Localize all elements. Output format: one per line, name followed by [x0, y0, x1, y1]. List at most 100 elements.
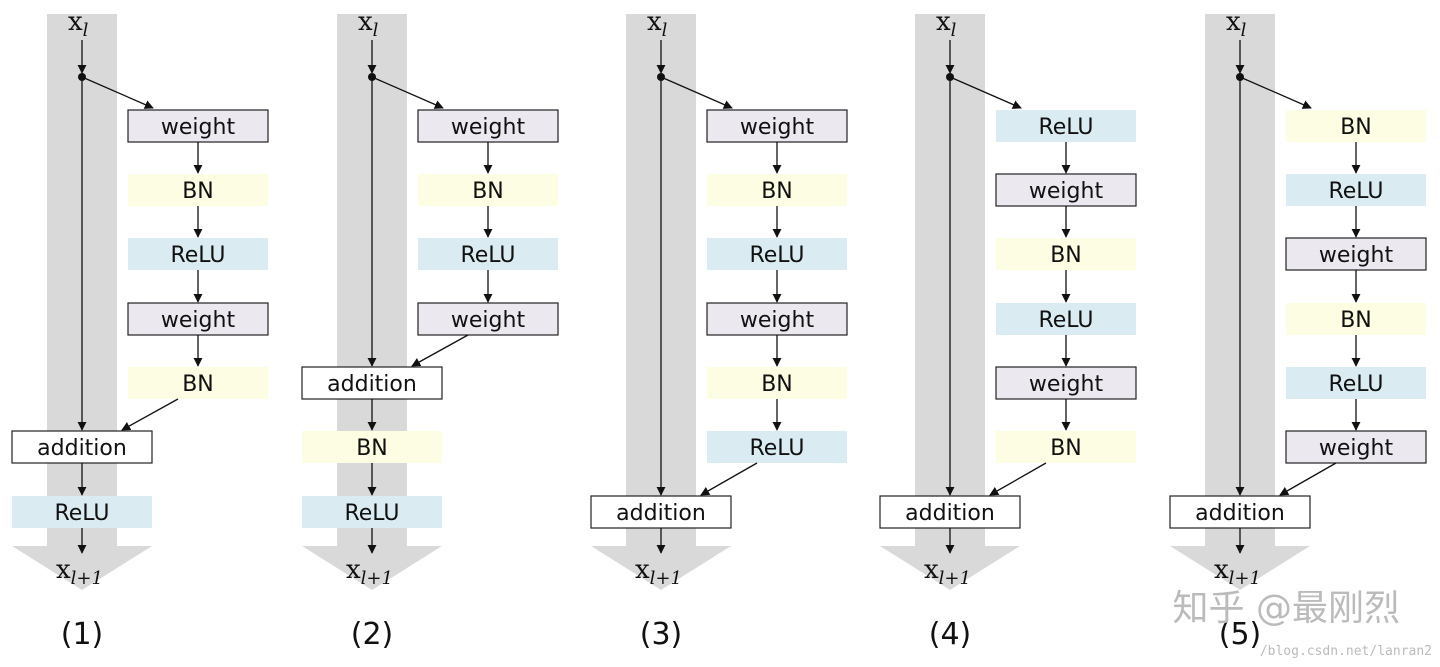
watermark-main: 知乎 @最刚烈: [1173, 588, 1400, 629]
block-box: [996, 303, 1136, 335]
branch-block-bn: BN: [128, 367, 268, 399]
identity-shaft-arrowhead: [1170, 546, 1310, 590]
branch-block-weight: weight: [1285, 430, 1427, 464]
identity-shaft-arrowhead: [880, 546, 1020, 590]
block-label: BN: [472, 179, 504, 204]
block-label: weight: [740, 115, 815, 140]
block-box: [707, 367, 847, 399]
branch-block-weight: weight: [127, 302, 269, 336]
input-label: xl: [68, 7, 89, 41]
block-label: weight: [161, 115, 236, 140]
branch-block-weight: weight: [417, 302, 559, 336]
addition-block: addition: [1169, 495, 1311, 529]
block-label: weight: [1319, 243, 1394, 268]
block-box: [127, 302, 269, 336]
diagram-1: xlweightBNReLUweightBNadditionReLUxl+1(1…: [11, 7, 269, 652]
branch-block-bn: BN: [128, 174, 268, 206]
block-label: ReLU: [344, 501, 399, 526]
branch-exit-arrow: [121, 398, 179, 431]
branch-entry-arrow: [1239, 76, 1312, 109]
block-label: BN: [356, 436, 388, 461]
branch-block-bn: BN: [996, 238, 1136, 270]
branch-entry-arrow: [81, 76, 154, 109]
block-label: ReLU: [749, 436, 804, 461]
post-block-bn: BN: [302, 431, 442, 463]
block-label: weight: [1319, 436, 1394, 461]
input-label: xl: [936, 7, 957, 41]
diagram-4: xlReLUweightBNReLUweightBNadditionxl+1(4…: [879, 7, 1137, 652]
branch-block-relu: ReLU: [996, 110, 1136, 142]
branch-exit-arrow: [989, 462, 1047, 496]
output-label: xl+1: [635, 555, 682, 589]
block-box: [1286, 367, 1426, 399]
post-block-relu: ReLU: [302, 496, 442, 528]
block-box: [417, 109, 559, 143]
block-label: ReLU: [1038, 115, 1093, 140]
branch-block-weight: weight: [127, 109, 269, 143]
block-label: weight: [740, 308, 815, 333]
addition-box: [590, 495, 732, 529]
branch-block-bn: BN: [707, 367, 847, 399]
branch-exit-arrow: [1279, 462, 1337, 496]
addition-label: addition: [616, 501, 706, 526]
block-label: BN: [1340, 308, 1372, 333]
block-label: BN: [182, 179, 214, 204]
branch-exit-arrow: [700, 462, 758, 496]
branch-block-relu: ReLU: [128, 238, 268, 270]
addition-label: addition: [37, 436, 127, 461]
post-block-relu: ReLU: [12, 496, 152, 528]
branch-block-weight: weight: [706, 109, 848, 143]
block-box: [1286, 110, 1426, 142]
block-box: [707, 174, 847, 206]
diagram-caption: (4): [929, 617, 972, 652]
block-label: BN: [182, 372, 214, 397]
block-box: [1285, 237, 1427, 271]
branch-block-weight: weight: [706, 302, 848, 336]
addition-box: [1169, 495, 1311, 529]
diagrams-layer: xlweightBNReLUweightBNadditionReLUxl+1(1…: [11, 7, 1427, 652]
branch-block-weight: weight: [417, 109, 559, 143]
branch-block-weight: weight: [995, 366, 1137, 400]
addition-box: [301, 366, 443, 400]
block-label: weight: [451, 308, 526, 333]
block-label: weight: [451, 115, 526, 140]
block-box: [707, 431, 847, 463]
branch-block-relu: ReLU: [996, 303, 1136, 335]
branch-block-bn: BN: [707, 174, 847, 206]
block-label: ReLU: [170, 243, 225, 268]
input-label: xl: [647, 7, 668, 41]
identity-shaft-arrowhead: [302, 546, 442, 590]
branch-entry-arrow: [949, 76, 1022, 109]
block-label: BN: [1050, 436, 1082, 461]
block-box: [417, 302, 559, 336]
identity-shaft-arrowhead: [12, 546, 152, 590]
diagram-caption: (1): [61, 617, 104, 652]
branch-block-bn: BN: [418, 174, 558, 206]
watermark-url: /blog.csdn.net/lanran2: [1260, 644, 1432, 659]
block-label: ReLU: [54, 501, 109, 526]
block-box: [707, 238, 847, 270]
output-label: xl+1: [924, 555, 971, 589]
output-label: xl+1: [56, 555, 103, 589]
block-label: ReLU: [1038, 308, 1093, 333]
branch-block-weight: weight: [995, 173, 1137, 207]
block-box: [128, 174, 268, 206]
branch-block-relu: ReLU: [707, 431, 847, 463]
block-box: [418, 238, 558, 270]
block-label: weight: [1029, 179, 1104, 204]
block-label: ReLU: [749, 243, 804, 268]
block-box: [1286, 174, 1426, 206]
block-box: [996, 238, 1136, 270]
block-box: [302, 496, 442, 528]
watermark: 知乎 @最刚烈 /blog.csdn.net/lanran2: [1173, 588, 1432, 659]
output-label: xl+1: [1214, 555, 1261, 589]
block-box: [996, 431, 1136, 463]
block-label: BN: [761, 372, 793, 397]
diagram-caption: (2): [351, 617, 394, 652]
input-label: xl: [358, 7, 379, 41]
branch-entry-arrow: [660, 76, 733, 109]
branch-block-weight: weight: [1285, 237, 1427, 271]
branch-block-relu: ReLU: [418, 238, 558, 270]
block-box: [1285, 430, 1427, 464]
